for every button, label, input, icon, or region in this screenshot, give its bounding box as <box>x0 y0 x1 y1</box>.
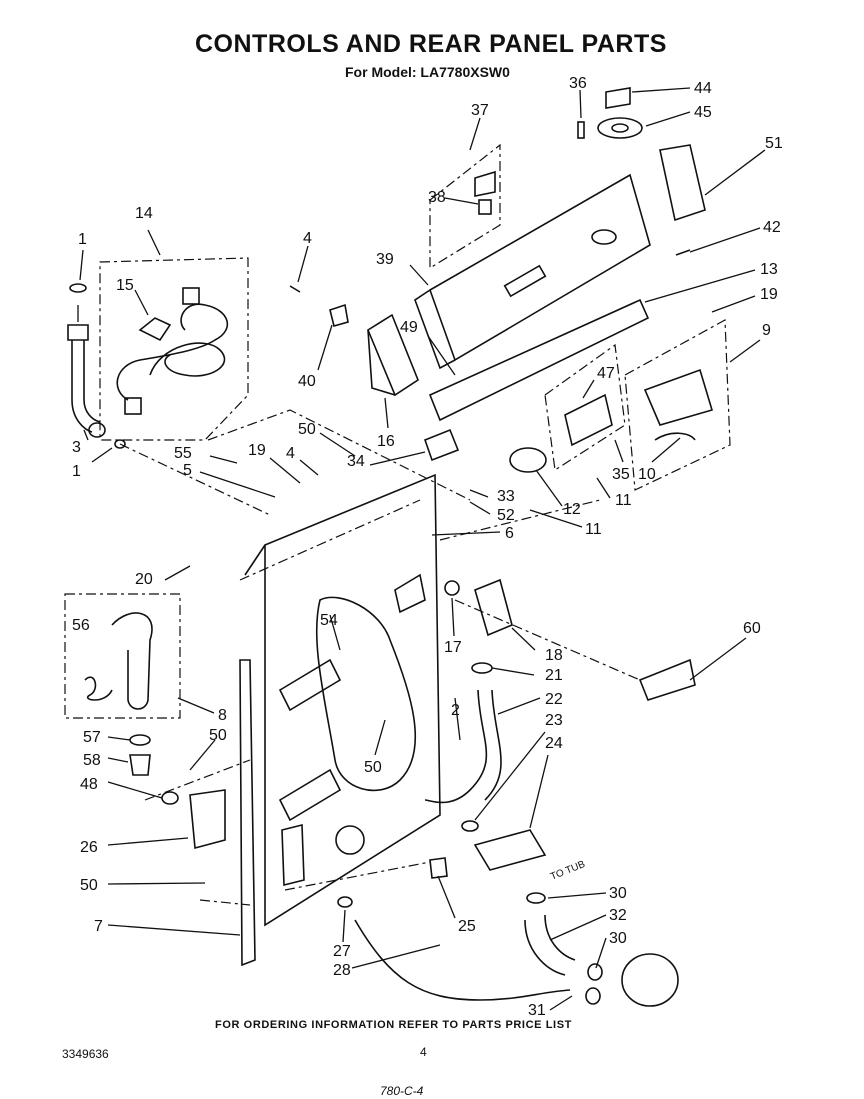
callout-label: 55 <box>174 445 192 462</box>
callout-label: 36 <box>569 75 587 92</box>
callout-label: 35 <box>612 466 630 483</box>
callout-label: 49 <box>400 319 418 336</box>
callout-label: 14 <box>135 205 153 222</box>
console-assembly <box>414 87 706 370</box>
callout-label: 2 <box>451 702 460 719</box>
callout-label: 1 <box>78 231 87 248</box>
callout-label: 48 <box>80 776 98 793</box>
callout-label: 42 <box>763 219 781 236</box>
callout-label: 44 <box>694 80 712 97</box>
callout-label: 19 <box>248 442 266 459</box>
callout-label: 27 <box>333 943 351 960</box>
leader-lines <box>77 87 766 1011</box>
callout-label: 11 <box>615 492 632 509</box>
callout-label: 6 <box>505 525 514 542</box>
callout-label: 45 <box>694 104 712 121</box>
callout-label: 39 <box>376 251 394 268</box>
callout-label: 24 <box>545 735 563 752</box>
callout-label: 50 <box>80 877 98 894</box>
callout-label: 5 <box>183 462 192 479</box>
callout-label: 28 <box>333 962 351 979</box>
callout-label: 11 <box>585 521 602 538</box>
callout-label: 52 <box>497 507 515 524</box>
power-cord-group <box>99 257 249 441</box>
callout-label: 51 <box>765 135 783 152</box>
callout-label: 15 <box>116 277 134 294</box>
left-small-parts <box>67 283 126 449</box>
callout-label: 9 <box>762 322 771 339</box>
callout-label: 30 <box>609 930 627 947</box>
callout-label: 54 <box>320 612 338 629</box>
callout-label: 22 <box>545 691 563 708</box>
callout-label: 30 <box>609 885 627 902</box>
callout-label: 18 <box>545 647 563 664</box>
callout-label: 50 <box>298 421 316 438</box>
callout-label: 50 <box>364 759 382 776</box>
brackets <box>289 285 650 422</box>
callout-label: 16 <box>377 433 395 450</box>
model-subtitle: For Model: LA7780XSW0 <box>345 64 510 80</box>
callout-label: 10 <box>638 466 656 483</box>
page-title: CONTROLS AND REAR PANEL PARTS <box>195 30 667 58</box>
callout-label: 1 <box>72 463 81 480</box>
callout-label: 56 <box>72 617 90 634</box>
callout-label: 4 <box>286 445 295 462</box>
callout-label: 12 <box>563 501 581 518</box>
callout-label: 25 <box>458 918 476 935</box>
callout-label: 3 <box>72 439 81 456</box>
callout-label: 40 <box>298 373 316 390</box>
callout-label: 34 <box>347 453 365 470</box>
callout-label: 20 <box>135 571 153 588</box>
callout-label: 60 <box>743 620 761 637</box>
callout-label: 26 <box>80 839 98 856</box>
callout-label: 37 <box>471 102 489 119</box>
callout-label: 32 <box>609 907 627 924</box>
callout-label: 23 <box>545 712 563 729</box>
callout-numbers: 1 14 15 3 1 4 40 37 38 39 36 44 45 51 42… <box>72 75 783 1019</box>
callout-label: 13 <box>760 261 778 278</box>
rear-panel <box>239 473 441 967</box>
ordering-note: FOR ORDERING INFORMATION REFER TO PARTS … <box>215 1019 572 1031</box>
callout-label: 38 <box>428 189 446 206</box>
callout-label: 31 <box>528 1002 546 1019</box>
callout-label: 57 <box>83 729 101 746</box>
to-tub-label: TO TUB <box>549 859 587 883</box>
callout-label: 50 <box>209 727 227 744</box>
handwritten-note: 780-C-4 <box>380 1084 424 1098</box>
callout-label: 33 <box>497 488 515 505</box>
callout-label: 47 <box>597 365 615 382</box>
callout-label: 19 <box>760 286 778 303</box>
callout-label: 7 <box>94 918 103 935</box>
callout-label: 21 <box>545 667 563 684</box>
callout-label: 58 <box>83 752 101 769</box>
document-number: 3349636 <box>62 1047 109 1061</box>
callout-label: 17 <box>444 639 462 656</box>
callout-label: 8 <box>218 707 227 724</box>
switch-and-timer <box>423 319 731 491</box>
callout-label: 4 <box>303 230 312 247</box>
page-number: 4 <box>420 1045 427 1059</box>
